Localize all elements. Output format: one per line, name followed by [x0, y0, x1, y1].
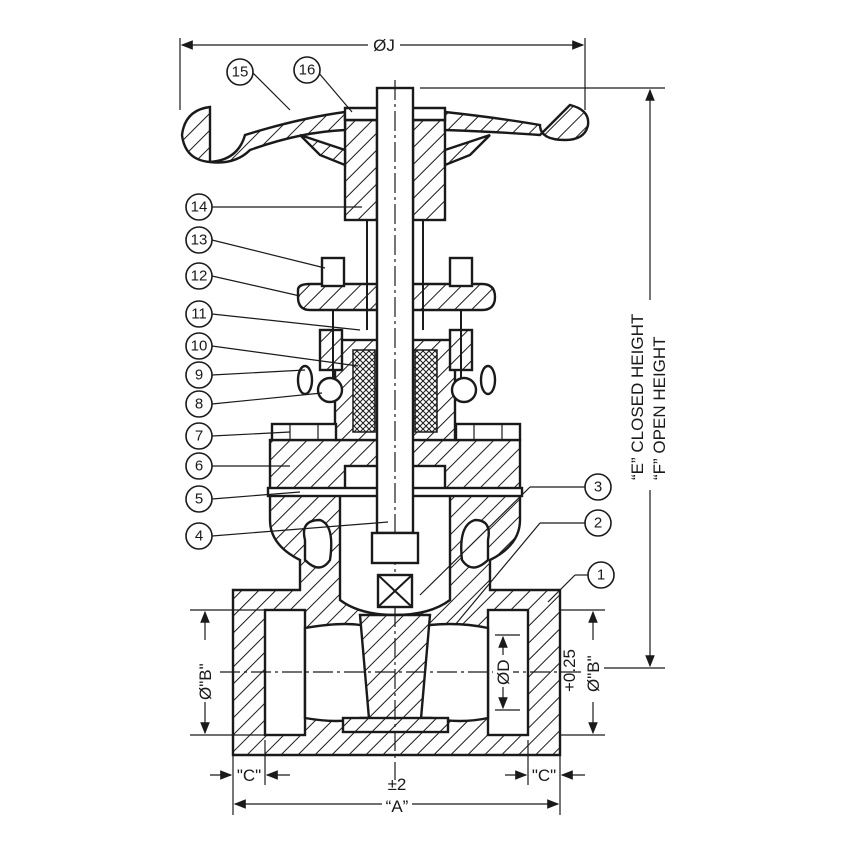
balloon-8: 8: [185, 390, 213, 418]
dim-j-label: ØJ: [373, 36, 395, 55]
balloon-number: 6: [195, 458, 203, 475]
eyebolt-left: [316, 376, 344, 404]
stem: [370, 80, 420, 780]
length-a-label: “A”: [386, 797, 409, 816]
open-height-label: “F” OPEN HEIGHT: [650, 336, 669, 480]
gland-nut-left: [320, 256, 346, 288]
bore-b-right-label: Ø"B": [584, 655, 603, 692]
dimension-c-a: "C" "C" ±2 “A”: [210, 740, 585, 816]
balloon-number: 11: [191, 306, 207, 323]
closed-height-label: “E” CLOSED HEIGHT: [628, 314, 647, 480]
eyebolt-pin-left: [296, 364, 314, 396]
bonnet-bolt-left: [270, 422, 338, 442]
balloon-number: 5: [195, 491, 203, 508]
balloon-9: 9: [185, 361, 213, 389]
balloon-number: 14: [191, 199, 208, 216]
balloon-number: 4: [195, 528, 203, 545]
packing-left: [352, 349, 376, 433]
dimension-b-left: Ø"B": [190, 609, 265, 736]
eyebolt-pin-right: [479, 364, 497, 396]
dimension-j: ØJ: [179, 35, 586, 110]
balloon-12: 12: [185, 262, 213, 290]
bonnet-bolt-right: [454, 422, 522, 442]
balloon-16: 16: [293, 56, 321, 84]
balloon-number: 7: [195, 428, 203, 445]
socket-c-right-label: "C": [532, 766, 556, 785]
dimension-b-right: Ø"B" +0.25: [560, 609, 605, 736]
balloon-6: 6: [185, 452, 213, 480]
balloon-10: 10: [185, 332, 213, 360]
gland-nut-right: [448, 256, 474, 288]
balloon-number: 16: [299, 62, 316, 79]
balloon-14: 14: [185, 193, 213, 221]
balloon-number: 12: [191, 268, 208, 285]
balloon-number: 8: [195, 396, 203, 413]
balloon-4: 4: [185, 522, 213, 550]
balloon-number: 13: [191, 232, 208, 249]
packing-right: [414, 349, 438, 433]
balloon-number: 9: [195, 367, 203, 384]
balloon-11: 11: [185, 300, 213, 328]
yoke-nut: [343, 118, 447, 330]
balloon-13: 13: [185, 226, 213, 254]
balloon-15: 15: [226, 58, 254, 86]
port-d-label: ØD: [494, 660, 513, 686]
balloon-3: 3: [584, 473, 612, 501]
balloon-7: 7: [185, 422, 213, 450]
tolerance-b-label: +0.25: [560, 649, 579, 692]
balloon-number: 3: [594, 479, 602, 496]
dimension-d: ØD: [493, 634, 520, 711]
socket-c-left-label: "C": [237, 766, 261, 785]
leader-lines: [211, 71, 588, 626]
balloon-number: 1: [597, 567, 605, 584]
dimension-e-f: “E” CLOSED HEIGHT “F” OPEN HEIGHT: [420, 87, 672, 669]
balloon-number: 2: [594, 515, 602, 532]
eyebolt-right: [450, 376, 478, 404]
balloon-2: 2: [584, 509, 612, 537]
balloon-1: 1: [587, 561, 615, 589]
length-tolerance-label: ±2: [388, 775, 407, 794]
balloon-number: 15: [232, 64, 249, 81]
bore-b-left-label: Ø"B": [196, 663, 215, 700]
balloon-number: 10: [191, 338, 208, 355]
balloon-5: 5: [185, 485, 213, 513]
stem-collar: [370, 531, 420, 565]
